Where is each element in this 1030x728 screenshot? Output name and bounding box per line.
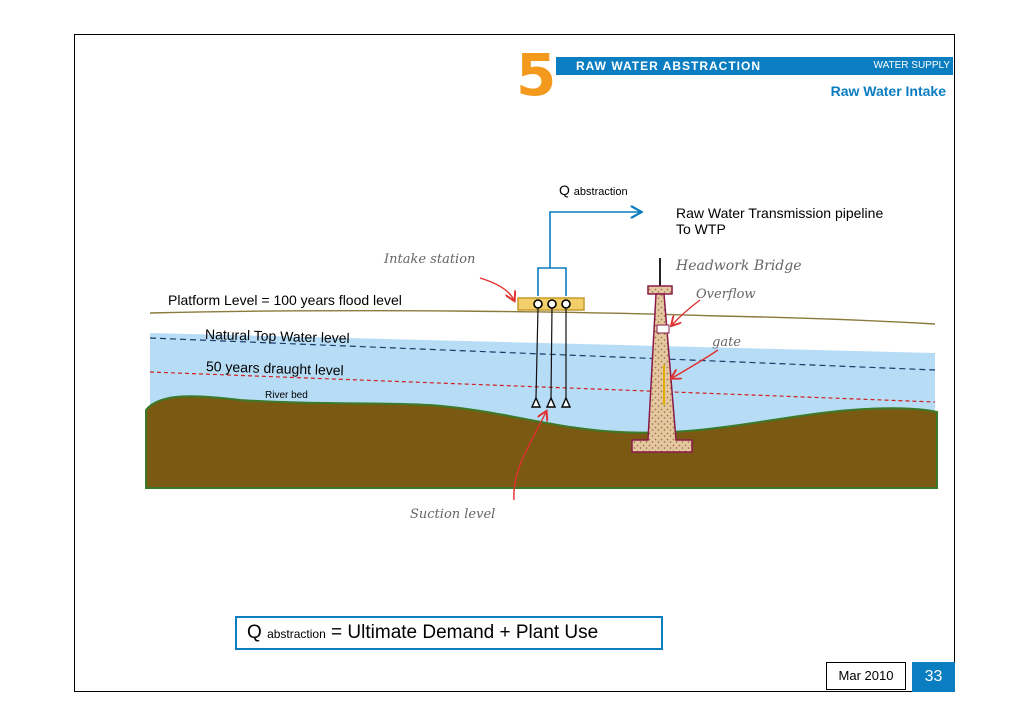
q-symbol: Q bbox=[559, 182, 570, 198]
pipeline-label-line1: Raw Water Transmission pipeline bbox=[676, 205, 884, 221]
pipeline-label: Raw Water Transmission pipeline To WTP bbox=[676, 205, 883, 237]
platform-level-label: Platform Level = 100 years flood level bbox=[168, 292, 402, 308]
river-bed-label: River bed bbox=[265, 390, 308, 401]
formula-rest: = Ultimate Demand + Plant Use bbox=[331, 622, 599, 643]
section-number: 5 bbox=[516, 41, 557, 109]
section-title: RAW WATER ABSTRACTION bbox=[576, 59, 761, 73]
pump-circles bbox=[533, 299, 571, 309]
suction-level-label: Suction level bbox=[410, 507, 496, 522]
annotation-arrows bbox=[479, 277, 719, 501]
page-number: 33 bbox=[912, 662, 955, 692]
headwork-bridge-label: Headwork Bridge bbox=[676, 258, 802, 274]
riverbed bbox=[145, 395, 938, 489]
intake-station-label: Intake station bbox=[384, 252, 476, 267]
q-subscript: abstraction bbox=[573, 186, 628, 198]
pipeline-label-line2: To WTP bbox=[676, 221, 726, 238]
formula-q: Q bbox=[247, 622, 262, 643]
suction-pipes bbox=[535, 307, 567, 399]
foot-valves bbox=[530, 396, 572, 408]
q-abstraction-label: Q abstraction bbox=[559, 182, 628, 199]
intake-pipes bbox=[537, 212, 640, 296]
headwork-bridge bbox=[631, 258, 693, 453]
draught-level-line bbox=[149, 371, 936, 403]
category-label: WATER SUPPLY bbox=[873, 60, 951, 71]
flood-level-line bbox=[149, 309, 936, 325]
formula-subscript: abstraction bbox=[267, 627, 326, 641]
formula-box: Q abstraction = Ultimate Demand + Plant … bbox=[235, 616, 663, 650]
footer-date: Mar 2010 bbox=[826, 662, 906, 690]
natural-water-level-line bbox=[149, 337, 936, 371]
slide-subtitle: Raw Water Intake bbox=[830, 83, 946, 99]
overflow-label: Overflow bbox=[696, 287, 756, 302]
slide-frame bbox=[74, 34, 955, 692]
header-bar bbox=[556, 57, 953, 75]
gate-label: gate bbox=[712, 335, 741, 350]
